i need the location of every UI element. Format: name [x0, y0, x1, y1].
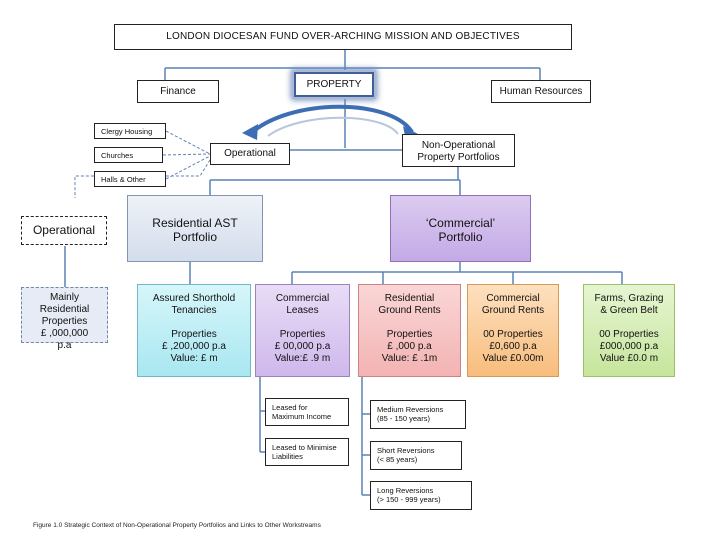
residential-ground-value: Value: £ .1m — [381, 353, 438, 364]
side-operational-box: Operational — [21, 216, 107, 245]
commercial-portfolio-line2: Portfolio — [438, 230, 483, 245]
residential-portfolio-line2: Portfolio — [172, 230, 218, 245]
arrow-left-head — [242, 124, 258, 140]
leased-min-liabilities-box: Leased to Minimise Liabilities — [265, 438, 349, 466]
human-resources-label: Human Resources — [499, 85, 583, 97]
commercial-ground-title-line2: Ground Rents — [481, 305, 545, 316]
commercial-ground-income: £0,600 p.a — [489, 341, 537, 352]
medium-reversions-line2: (85 - 150 years) — [377, 414, 430, 423]
farms-properties: 00 Properties — [599, 329, 659, 340]
farms-value: Value £0.0 m — [599, 353, 659, 364]
mainly-residential-line5: p.a — [57, 340, 72, 351]
mainly-residential-line2: Residential — [39, 304, 90, 315]
commercial-leases-box: Commercial Leases Properties £ 00,000 p.… — [255, 284, 350, 377]
short-reversions-line2: (< 85 years) — [377, 455, 418, 464]
mainly-residential-line3: Properties — [41, 316, 88, 327]
commercial-ground-properties: 00 Properties — [483, 329, 543, 340]
property-box: PROPERTY — [294, 72, 374, 97]
commercial-leases-title-line1: Commercial — [275, 293, 330, 304]
commercial-leases-properties: Properties — [279, 329, 326, 340]
clergy-housing-box: Clergy Housing — [94, 123, 166, 139]
churches-box: Churches — [94, 147, 163, 163]
farms-income: £000,000 p.a — [599, 341, 659, 352]
ast-title-line1: Assured Shorthold — [152, 293, 236, 304]
mission-title: LONDON DIOCESAN FUND OVER-ARCHING MISSIO… — [166, 31, 520, 42]
residential-ground-title-line1: Residential — [384, 293, 435, 304]
connector-halls — [165, 155, 211, 180]
commercial-portfolio-line1: ‘Commercial’ — [425, 216, 496, 230]
short-reversions-line1: Short Reversions — [377, 446, 435, 455]
commercial-ground-title-line1: Commercial — [486, 293, 540, 304]
property-label: PROPERTY — [306, 78, 362, 90]
connector-clergy-housing — [165, 130, 211, 155]
operational-label: Operational — [224, 148, 276, 159]
commercial-ground-value: Value £0.00m — [482, 353, 544, 364]
halls-other-box: Halls & Other — [94, 171, 166, 187]
human-resources-box: Human Resources — [491, 80, 591, 103]
connector-churches — [162, 153, 211, 156]
leased-max-income-box: Leased for Maximum Income — [265, 398, 349, 426]
residential-ast-portfolio-box: Residential AST Portfolio — [127, 195, 263, 262]
long-reversions-line1: Long Reversions — [377, 486, 434, 495]
finance-box: Finance — [137, 80, 219, 103]
clergy-housing-label: Clergy Housing — [101, 126, 153, 136]
mainly-residential-line1: Mainly — [50, 292, 79, 303]
finance-label: Finance — [160, 85, 196, 97]
residential-portfolio-line1: Residential AST — [152, 216, 238, 230]
ast-value: Value: £ m — [170, 353, 218, 364]
long-reversions-line2: (> 150 - 999 years) — [377, 495, 441, 504]
arrow-inner-curve — [267, 116, 399, 137]
leased-min-line2: Liabilities — [272, 452, 303, 461]
assured-shorthold-box: Assured Shorthold Tenancies Properties £… — [137, 284, 251, 377]
mainly-residential-box: Mainly Residential Properties £ ,000,000… — [21, 287, 108, 351]
short-reversions-box: Short Reversions (< 85 years) — [370, 441, 462, 470]
figure-caption: Figure 1.0 Strategic Context of Non-Oper… — [33, 522, 321, 529]
medium-reversions-line1: Medium Reversions — [377, 405, 444, 414]
commercial-leases-value: Value:£ .9 m — [274, 353, 331, 364]
farms-title-line2: & Green Belt — [600, 305, 658, 316]
arrow-outer-curve — [248, 104, 414, 136]
residential-ground-rents-box: Residential Ground Rents Properties £ ,0… — [358, 284, 461, 377]
commercial-leases-title-line2: Leases — [286, 305, 319, 316]
churches-label: Churches — [101, 150, 134, 160]
commercial-portfolio-box: ‘Commercial’ Portfolio — [390, 195, 531, 262]
ast-title-line2: Tenancies — [171, 305, 217, 316]
halls-other-label: Halls & Other — [101, 174, 146, 184]
leased-max-line1: Leased for — [272, 403, 308, 412]
non-operational-box: Non-Operational Property Portfolios — [402, 134, 515, 167]
leased-max-line2: Maximum Income — [272, 412, 332, 421]
non-operational-line1: Non-Operational — [421, 140, 496, 151]
residential-ground-income: £ ,000 p.a — [387, 341, 432, 352]
commercial-ground-rents-box: Commercial Ground Rents 00 Properties £0… — [467, 284, 559, 377]
commercial-leases-income: £ 00,000 p.a — [274, 341, 331, 352]
ast-income: £ ,200,000 p.a — [162, 341, 226, 352]
medium-reversions-box: Medium Reversions (85 - 150 years) — [370, 400, 466, 429]
side-operational-label: Operational — [32, 223, 96, 238]
ast-properties: Properties — [171, 329, 217, 340]
residential-ground-title-line2: Ground Rents — [378, 305, 441, 316]
leased-min-line1: Leased to Minimise — [272, 443, 337, 452]
farms-title-line1: Farms, Grazing — [594, 293, 664, 304]
operational-box: Operational — [210, 143, 290, 165]
non-operational-line2: Property Portfolios — [417, 152, 500, 163]
mainly-residential-line4: £ ,000,000 — [40, 328, 89, 339]
mission-title-box: LONDON DIOCESAN FUND OVER-ARCHING MISSIO… — [114, 24, 572, 50]
long-reversions-box: Long Reversions (> 150 - 999 years) — [370, 481, 472, 510]
residential-ground-properties: Properties — [386, 329, 433, 340]
farms-grazing-box: Farms, Grazing & Green Belt 00 Propertie… — [583, 284, 675, 377]
